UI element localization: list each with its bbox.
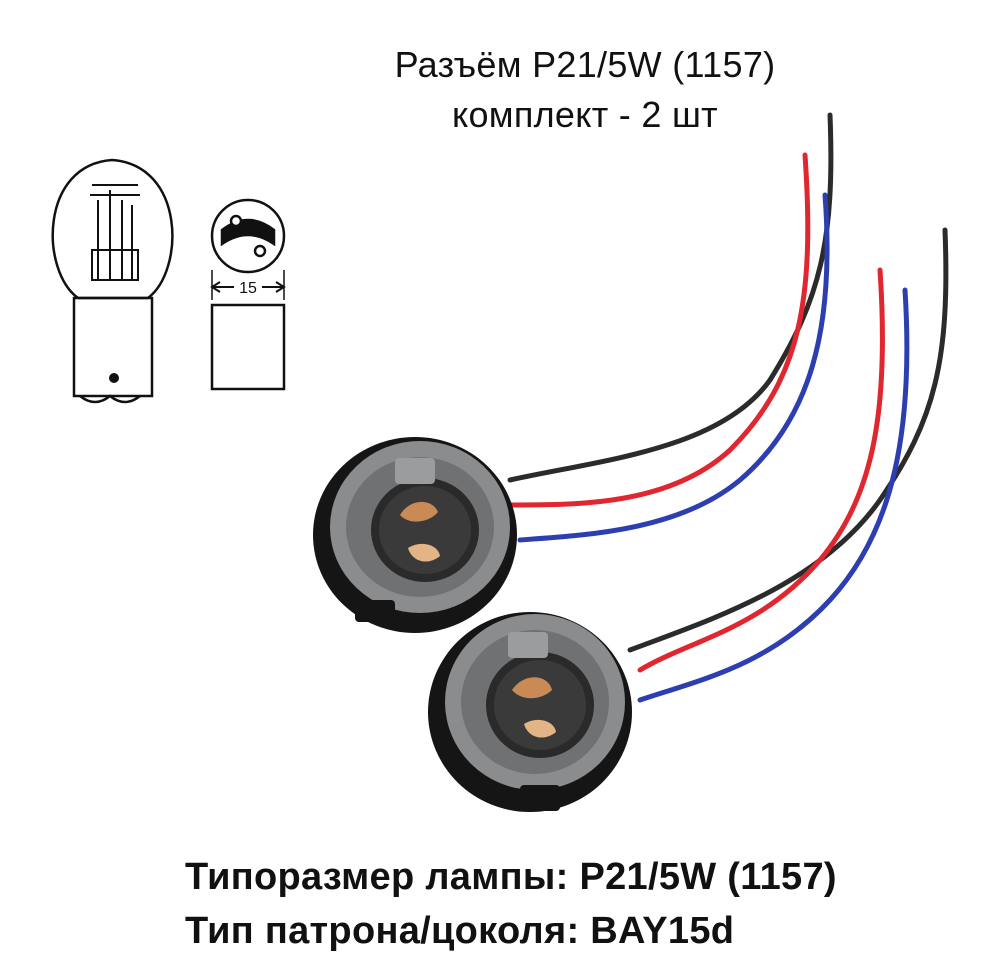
socket-diagram [210, 198, 286, 391]
caption-line-2: Тип патрона/цоколя: BAY15d [185, 910, 735, 952]
title-line-2: комплект - 2 шт [452, 94, 718, 135]
connector-2 [428, 612, 632, 812]
specs-caption: Типоразмер лампы: P21/5W (1157) Тип патр… [185, 850, 837, 958]
connector-1 [313, 437, 517, 633]
bulb-diagram [51, 158, 174, 404]
title-line-1: Разъём P21/5W (1157) [394, 44, 776, 85]
product-title: Разъём P21/5W (1157) комплект - 2 шт [0, 40, 1000, 140]
dimension-label: 15 [239, 280, 257, 297]
dimension-label-bg [234, 279, 262, 295]
connector-1-wires [507, 112, 834, 543]
connector-2-wires [627, 227, 949, 703]
caption-line-1: Типоразмер лампы: P21/5W (1157) [185, 856, 837, 898]
